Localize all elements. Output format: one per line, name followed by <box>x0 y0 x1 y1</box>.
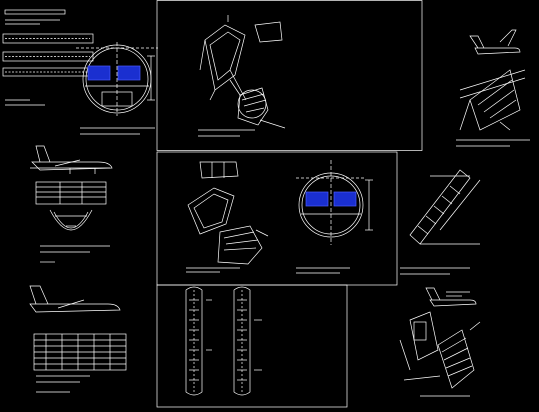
door-data-table <box>33 333 127 393</box>
fuselage-cross-section-1 <box>76 42 158 116</box>
stair-perspective-top <box>198 15 286 137</box>
detail-notes-top-left <box>5 99 155 135</box>
cabin-plan-layout-2 <box>233 286 262 396</box>
stair-perspective-bottom <box>399 311 481 397</box>
cabin-plan-layout-1 <box>185 286 212 396</box>
fuselage-cross-section-2 <box>296 160 373 274</box>
aircraft-airstair-view <box>456 29 530 147</box>
aircraft-small-view <box>425 287 477 307</box>
sheet-frame-bottom <box>156 284 348 408</box>
sheet-frame-top <box>156 0 423 151</box>
fuselage-plan-strips <box>2 9 94 77</box>
aircraft-side-view-1 <box>30 145 113 174</box>
stair-side-view <box>400 169 481 275</box>
aircraft-side-view-2 <box>29 285 121 313</box>
sheet-frame-middle <box>156 151 398 286</box>
stair-perspective-middle <box>186 161 269 273</box>
door-elevation-detail <box>35 181 110 263</box>
